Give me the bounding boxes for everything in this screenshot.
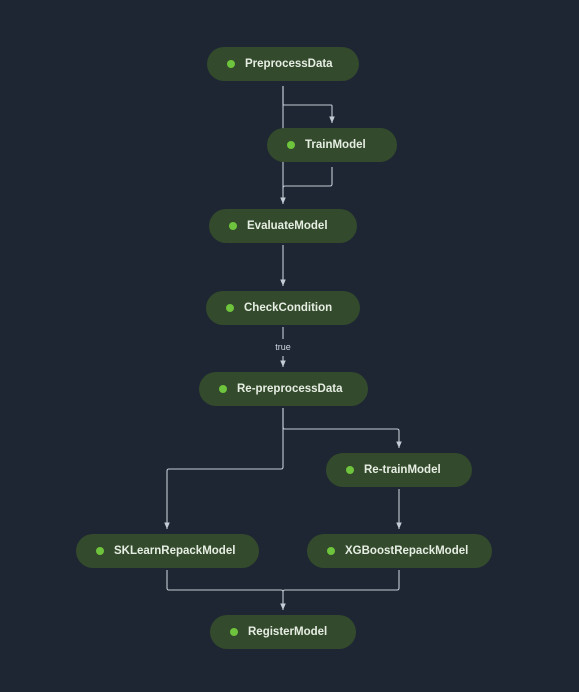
node-label: SKLearnRepackModel [114, 545, 236, 557]
node-re-preprocess-data[interactable]: Re-preprocessData [199, 372, 368, 406]
node-label: CheckCondition [244, 302, 333, 314]
node-preprocess-data[interactable]: PreprocessData [207, 47, 359, 81]
edge-xgboost-to-register [280, 570, 400, 610]
node-label: Re-preprocessData [237, 383, 343, 395]
node-label: XGBoostRepackModel [345, 545, 469, 557]
edge-label-true: true [273, 341, 293, 353]
node-label: TrainModel [305, 139, 366, 151]
node-sklearn-repack-model[interactable]: SKLearnRepackModel [76, 534, 259, 568]
edge-preprocess-to-train [282, 86, 335, 123]
status-dot-icon [226, 304, 234, 312]
node-re-train-model[interactable]: Re-trainModel [326, 453, 472, 487]
node-label: PreprocessData [245, 58, 333, 70]
node-evaluate-model[interactable]: EvaluateModel [209, 209, 357, 243]
edge-repreprocess-to-sklearn [164, 408, 284, 529]
node-xgboost-repack-model[interactable]: XGBoostRepackModel [307, 534, 492, 568]
status-dot-icon [229, 222, 237, 230]
node-register-model[interactable]: RegisterModel [210, 615, 356, 649]
status-dot-icon [230, 628, 238, 636]
edge-train-to-evaluate [282, 167, 333, 189]
node-label: EvaluateModel [247, 220, 328, 232]
status-dot-icon [327, 547, 335, 555]
node-label: RegisterModel [248, 626, 328, 638]
node-label: Re-trainModel [364, 464, 441, 476]
edge-repreprocess-to-retrain [282, 408, 402, 448]
status-dot-icon [346, 466, 354, 474]
status-dot-icon [287, 141, 295, 149]
status-dot-icon [227, 60, 235, 68]
status-dot-icon [96, 547, 104, 555]
node-check-condition[interactable]: CheckCondition [206, 291, 360, 325]
status-dot-icon [219, 385, 227, 393]
edge-sklearn-to-register [166, 570, 284, 593]
node-train-model[interactable]: TrainModel [267, 128, 397, 162]
